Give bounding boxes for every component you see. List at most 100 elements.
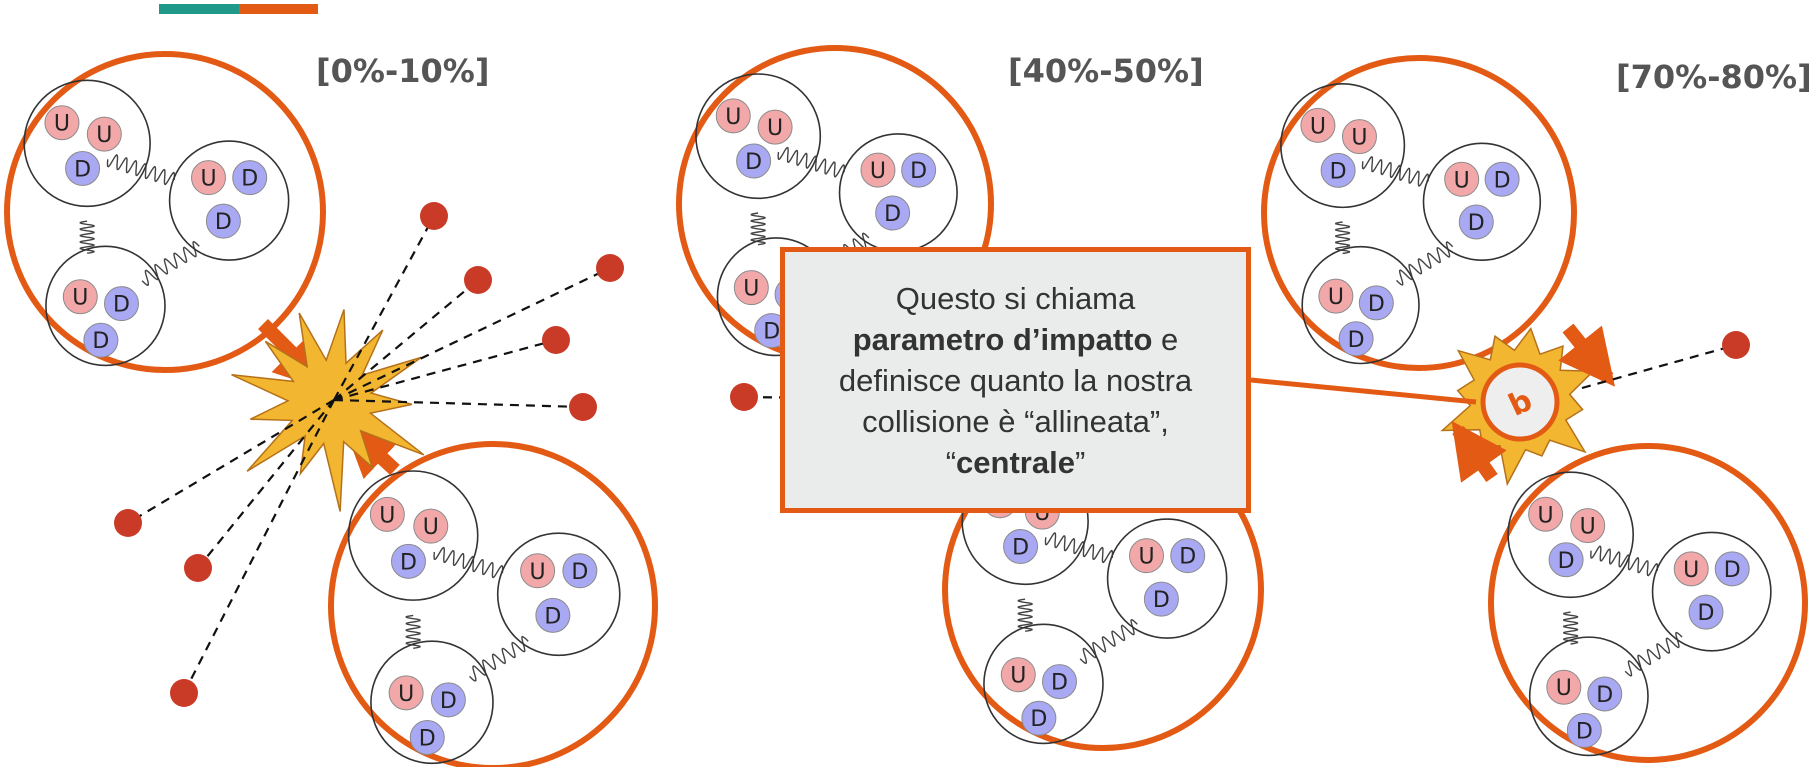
nucleon-boundary — [347, 470, 479, 601]
quark-label: U — [1010, 664, 1026, 689]
down-quark: D — [83, 322, 119, 358]
quark-label: D — [1051, 671, 1068, 696]
emitted-particle — [333, 254, 624, 401]
quark-ball — [1143, 581, 1179, 617]
quark-ball — [901, 152, 937, 188]
nucleon-boundary — [496, 532, 621, 657]
down-quark: D — [1548, 542, 1584, 578]
nucleon-boundary — [983, 623, 1104, 745]
down-quark: D — [1458, 204, 1494, 240]
quark-ball — [1673, 551, 1709, 587]
down-quark: D — [1714, 551, 1750, 587]
quark-label: U — [1556, 676, 1572, 701]
nucleus-boundary — [1488, 443, 1808, 763]
quark-ball — [103, 286, 139, 322]
down-quark: D — [535, 597, 571, 633]
quark-label: D — [92, 329, 109, 354]
emitted-particle — [114, 399, 335, 537]
quark-label: D — [1179, 545, 1196, 570]
quark-ball — [1170, 538, 1206, 574]
quark-ball — [1021, 700, 1057, 736]
gluon-spring — [1044, 532, 1114, 564]
quark-ball — [1000, 657, 1036, 693]
quark-ball — [44, 105, 80, 141]
down-quark: D — [65, 150, 101, 186]
quark-label: U — [1310, 114, 1326, 139]
callout-term-central: centrale — [956, 444, 1075, 480]
gluon-spring — [1361, 156, 1430, 187]
up-quark: U — [1341, 119, 1377, 155]
quark-ball — [736, 143, 772, 179]
quark-label: D — [1330, 159, 1347, 184]
nucleus-motion-arrow — [1451, 420, 1507, 483]
quark-ball — [1444, 161, 1480, 197]
quark-label: D — [1012, 535, 1029, 560]
quark-label: D — [74, 157, 91, 182]
particle-track — [1581, 343, 1737, 390]
callout-text-4: collisione è “allineata”, — [862, 403, 1169, 439]
quark-ball — [1714, 551, 1750, 587]
quark-label: D — [1576, 719, 1593, 744]
quark-ball — [535, 597, 571, 633]
gluon-spring — [79, 220, 95, 254]
gluon-spring — [469, 635, 529, 682]
particle-dot — [184, 554, 212, 582]
centrality-label-mid: [40%-50%] — [1008, 52, 1204, 90]
nucleon-boundary — [1528, 636, 1649, 757]
emitted-particle — [333, 393, 597, 421]
nucleus-boundary — [328, 441, 658, 771]
down-quark: D — [1566, 712, 1602, 748]
callout-line-4: collisione è “allineata”, — [862, 401, 1169, 442]
accent-bar-orange — [239, 4, 318, 14]
quark-ball — [1320, 152, 1356, 188]
gluon-spring — [1017, 598, 1033, 632]
centrality-label-central: [0%-10%] — [316, 52, 490, 90]
down-quark: D — [901, 152, 937, 188]
nucleon-boundary — [168, 140, 290, 261]
up-quark: U — [1129, 538, 1165, 574]
up-quark: U — [191, 160, 227, 196]
up-quark: U — [1444, 161, 1480, 197]
quark-label: U — [870, 159, 886, 184]
quark-ball — [1528, 496, 1564, 532]
up-quark: U — [1528, 496, 1564, 532]
quark-label: D — [215, 210, 232, 235]
callout-line-5: “centrale” — [946, 442, 1086, 483]
quark-label: D — [763, 320, 780, 345]
callout-term-impact-parameter: parametro d’impatto — [852, 321, 1153, 357]
quark-label: U — [767, 116, 783, 141]
callout-line-2: parametro d’impatto e — [853, 319, 1179, 360]
quark-ball — [875, 195, 911, 231]
up-quark: U — [369, 496, 405, 532]
quark-label: U — [1138, 545, 1154, 570]
quark-label: D — [440, 689, 457, 714]
emitted-particle — [333, 202, 448, 401]
up-quark: U — [62, 279, 98, 315]
centrality-label-peripheral: [70%-80%] — [1616, 58, 1810, 96]
gluon-spring — [1396, 241, 1454, 286]
up-quark: U — [1000, 657, 1036, 693]
particle-dot — [114, 509, 142, 537]
nucleon-boundary — [695, 73, 822, 200]
nucleon-boundary — [1507, 471, 1635, 599]
quark-label: U — [743, 277, 759, 302]
particle-track — [197, 399, 335, 569]
nucleon-boundary — [1106, 518, 1228, 639]
quark-ball — [62, 279, 98, 315]
quark-label: D — [400, 550, 417, 575]
quark-label: D — [1368, 292, 1385, 317]
gluon-spring — [777, 146, 845, 178]
quark-ball — [1041, 664, 1077, 700]
down-quark: D — [1587, 676, 1623, 712]
quark-label: D — [419, 726, 436, 751]
